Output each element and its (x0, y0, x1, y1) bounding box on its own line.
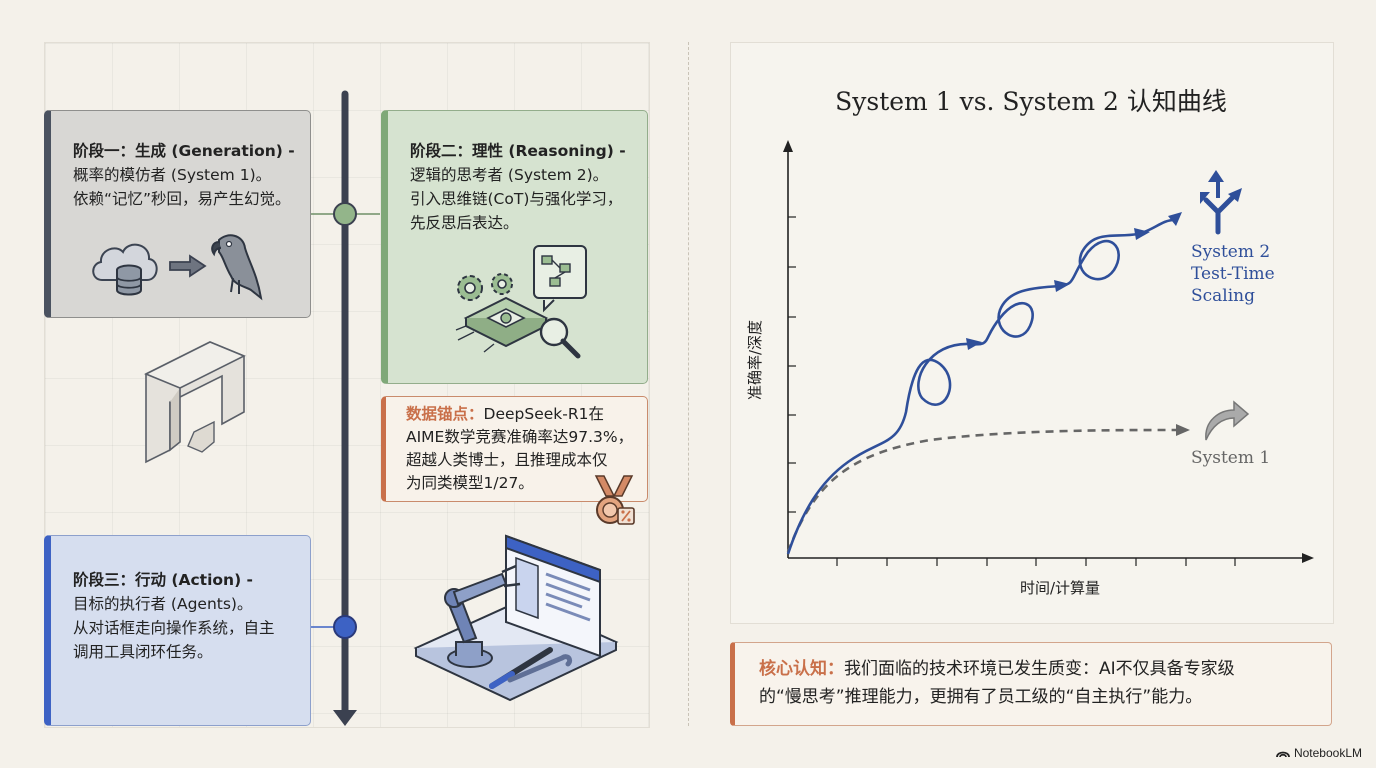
stage1-card: 阶段一：生成 (Generation) - 概率的模仿者 (System 1)。… (44, 110, 311, 318)
reasoning-chip-icon (455, 245, 587, 359)
data-anchor-line1: 数据锚点：DeepSeek-R1在 (406, 403, 637, 426)
stage2-desc-line2: 先反思后表达。 (410, 214, 519, 232)
robot-arm-workstation-icon (413, 534, 619, 702)
cloud-database-icon (92, 243, 158, 296)
data-anchor-card: 数据锚点：DeepSeek-R1在 AIME数学竞赛准确率达97.3%， 超越人… (381, 396, 648, 502)
chart-title: System 1 vs. System 2 认知曲线 (835, 87, 1227, 116)
system2-label-line1: System 2 (1191, 242, 1270, 262)
system2-curve (786, 218, 1175, 555)
core-line2: 的“慢思考”推理能力，更拥有了员工级的“自主执行”能力。 (759, 687, 1203, 707)
data-anchor-line2: AIME数学竞赛准确率达97.3%， (406, 428, 634, 446)
system1-label: System 1 (1191, 448, 1270, 468)
stage1-title: 阶段一：生成 (Generation) - (73, 142, 295, 160)
stage1-desc: 依赖“记忆”秒回，易产生幻觉。 (73, 190, 291, 208)
data-anchor-line3: 超越人类博士，且推理成本仅 (406, 451, 608, 469)
core-text1: 我们面临的技术环境已发生质变：AI不仅具备专家级 (844, 659, 1235, 679)
stage3-desc-line2: 调用工具闭环任务。 (73, 643, 213, 661)
system1-arrowhead (1176, 424, 1190, 436)
stage1-subtitle: 概率的模仿者 (System 1)。 (73, 166, 272, 184)
data-anchor-label: 数据锚点： (406, 405, 484, 423)
brand-name: NotebookLM (1293, 746, 1362, 760)
stage3-desc-line1: 从对话框走向操作系统，自主 (73, 619, 275, 637)
system2-arrowhead-4 (1168, 212, 1182, 226)
system1-return-arrow-icon (1205, 400, 1250, 441)
notebooklm-brand: NotebookLM (1276, 746, 1362, 760)
system2-arrowhead-1 (966, 338, 982, 350)
data-anchor-text1: DeepSeek-R1在 (483, 405, 604, 423)
timeline (311, 90, 380, 726)
stage2-desc-line1: 引入思维链(CoT)与强化学习， (410, 190, 623, 208)
system2-label-line2: Test-Time (1191, 264, 1275, 284)
arrow-right-icon (169, 254, 207, 278)
system2-arrowhead-2 (1054, 280, 1070, 292)
signpost-icon (1200, 170, 1242, 235)
stage3-title: 阶段三：行动 (Action) - (73, 571, 253, 589)
core-insight-box: 核心认知：我们面临的技术环境已发生质变：AI不仅具备专家级 的“慢思考”推理能力… (730, 642, 1332, 726)
chart-axes (783, 140, 1314, 566)
stage2-subtitle: 逻辑的思考者 (System 2)。 (410, 166, 609, 184)
chart-panel (730, 42, 1334, 624)
core-line1: 核心认知：我们面临的技术环境已发生质变：AI不仅具备专家级 (759, 655, 1321, 683)
parrot-icon (211, 234, 263, 301)
medal-icon (594, 475, 635, 525)
isometric-frame-illustration (144, 341, 246, 464)
core-label: 核心认知： (759, 659, 844, 679)
cognitive-curve-chart: 时间/计算量 准确率/深度 System 2 Test-Time Scaling… (746, 140, 1314, 597)
stage3-subtitle: 目标的执行者 (Agents)。 (73, 595, 253, 613)
section-divider (688, 42, 689, 726)
y-axis-label: 准确率/深度 (746, 320, 764, 400)
system2-label-line3: Scaling (1191, 286, 1255, 306)
data-anchor-line4: 为同类模型1/27。 (406, 474, 534, 492)
stage3-card: 阶段三：行动 (Action) - 目标的执行者 (Agents)。 从对话框走… (44, 535, 311, 726)
stage2-title: 阶段二：理性 (Reasoning) - (410, 142, 626, 160)
timeline-node-stage2 (333, 202, 357, 226)
system1-curve (786, 428, 1179, 553)
timeline-node-stage3 (333, 615, 357, 639)
notebooklm-logo-icon (1276, 751, 1290, 758)
system2-arrowhead-3 (1134, 228, 1150, 240)
x-axis-label: 时间/计算量 (1020, 579, 1100, 597)
